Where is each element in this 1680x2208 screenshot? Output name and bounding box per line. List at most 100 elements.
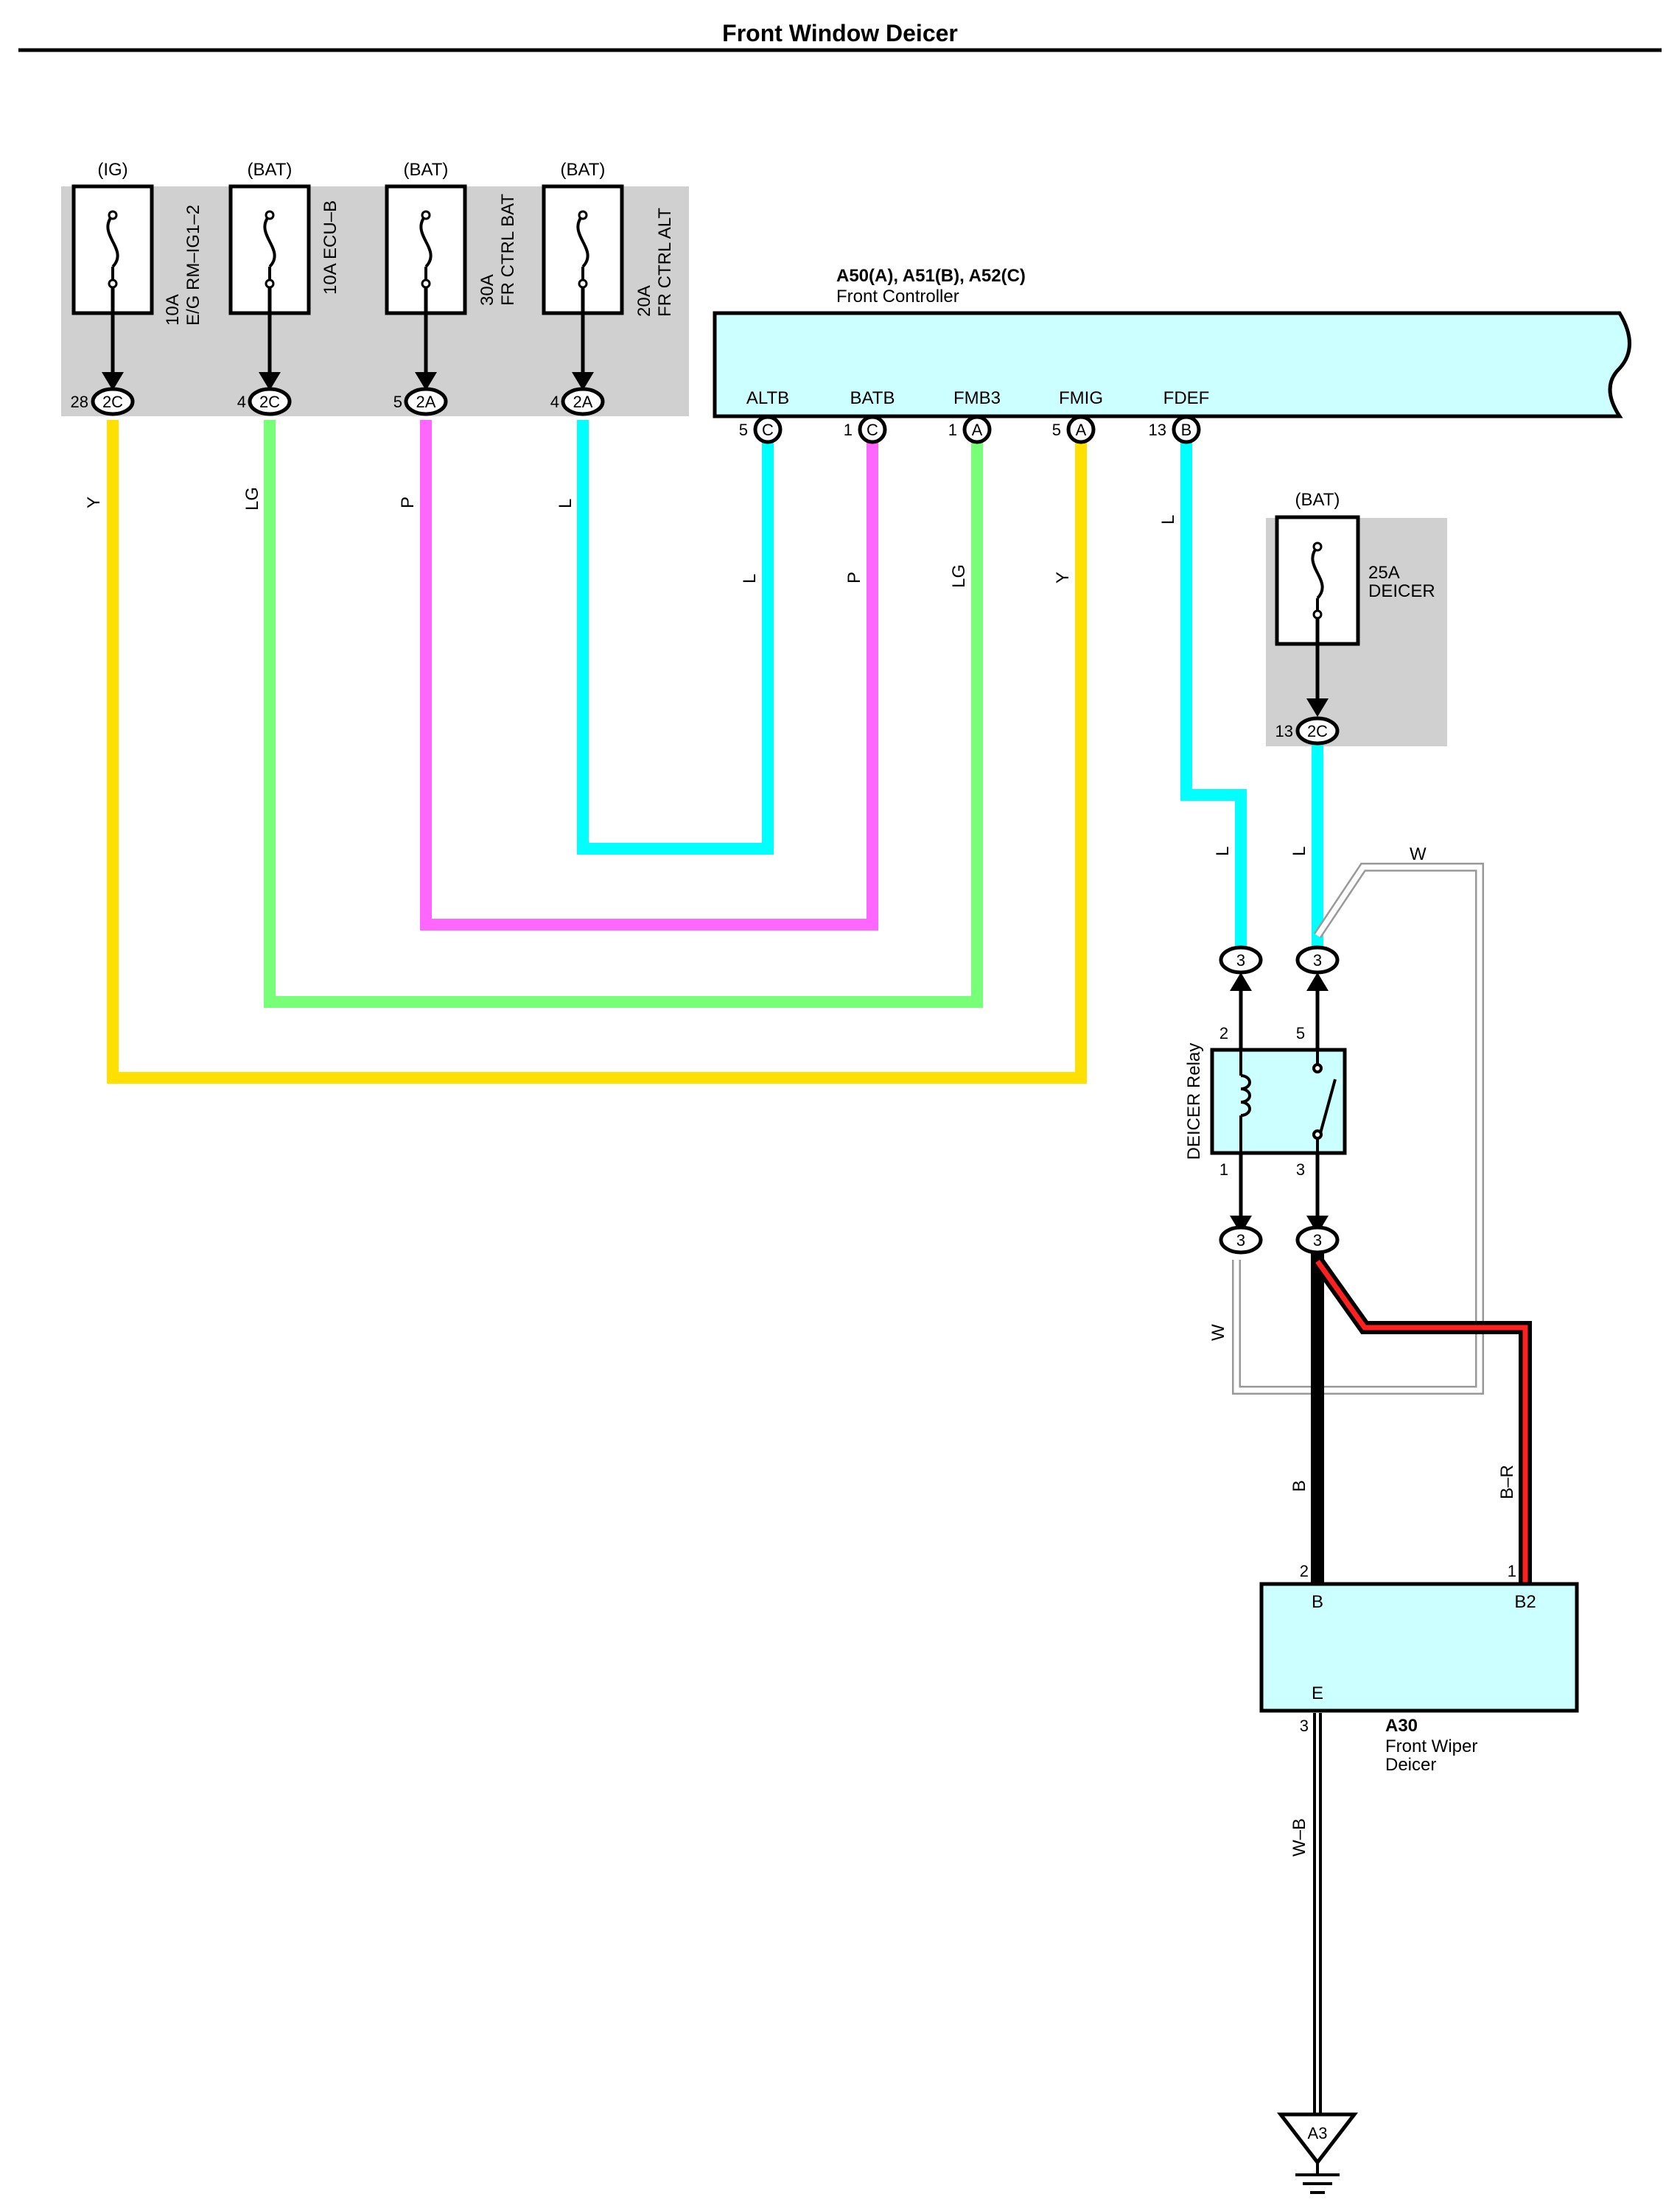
fuse-1-rating: 10A	[163, 294, 183, 326]
wiper-pin-e: 3	[1300, 1717, 1309, 1735]
wire-label-l-left: L	[556, 499, 575, 508]
fuse-deicer-connector: 2C	[1307, 722, 1328, 740]
fuse-4-connector: 2A	[573, 393, 593, 411]
relay-connector-bottom-left: 3	[1236, 1231, 1245, 1250]
fuse-1-icon	[71, 184, 154, 383]
fuse-deicer-name: DEICER	[1368, 581, 1435, 601]
fuse-deicer-icon	[1275, 515, 1360, 707]
fuse-4-rating: 20A	[634, 285, 654, 317]
wire-label-l-fdef: L	[1158, 515, 1178, 525]
wiper-pin-b2: 1	[1508, 1562, 1516, 1580]
fuse-3-connector: 2A	[416, 393, 436, 411]
fuse-4-pin: 4	[550, 393, 559, 411]
wire-label-w-top: W	[1410, 844, 1427, 864]
fuse-1-connector: 2C	[102, 393, 123, 411]
terminal-batb-connector: C	[867, 421, 878, 439]
relay-connectors	[1219, 945, 1340, 1255]
fuse-deicer-rating: 25A	[1368, 563, 1400, 583]
terminal-fmb3-connector: A	[972, 421, 983, 439]
terminal-altb-pin: 5	[739, 421, 748, 439]
fuse-3-rating: 30A	[477, 274, 497, 306]
relay-pin-switch-bottom: 3	[1296, 1160, 1305, 1179]
relay-connector-top-right: 3	[1313, 951, 1322, 970]
terminal-fdef-label: FDEF	[1163, 388, 1210, 408]
terminal-fmig-label: FMIG	[1059, 388, 1103, 408]
fuse-2-rating: 10A ECU–B	[321, 200, 340, 295]
wire-label-y-fmig: Y	[1053, 572, 1073, 583]
ground-label: A3	[1308, 2124, 1328, 2142]
fuse-deicer-source: (BAT)	[1295, 490, 1340, 510]
wire-label-b: B	[1289, 1480, 1309, 1492]
fuse-2-connector: 2C	[259, 393, 280, 411]
front-controller-box	[713, 311, 1631, 418]
relay-pin-coil-top: 2	[1219, 1024, 1228, 1042]
relay-name: DEICER Relay	[1184, 1043, 1204, 1160]
wiper-terminal-b: B	[1312, 1592, 1323, 1612]
terminal-fmb3-pin: 1	[948, 421, 957, 439]
relay-connector-bottom-right: 3	[1313, 1231, 1322, 1250]
fuse-1-name: E/G RM–IG1–2	[183, 205, 203, 326]
fuse-deicer-pin: 13	[1275, 722, 1293, 740]
terminal-fdef-connector: B	[1181, 421, 1192, 439]
wiper-deicer-box	[1259, 1582, 1579, 1713]
fuse-connectors	[91, 387, 1340, 746]
wiper-pin-b: 2	[1300, 1562, 1309, 1580]
wire-l-alt	[577, 420, 774, 855]
wire-label-w-bottom: W	[1208, 1324, 1228, 1341]
terminal-fdef-pin: 13	[1149, 421, 1166, 439]
relay-switch-icon	[1312, 1050, 1337, 1153]
wire-y	[107, 420, 1087, 1084]
terminal-altb-connector: C	[762, 421, 774, 439]
fuse-2-icon	[228, 184, 311, 383]
wiper-terminal-b2: B2	[1514, 1592, 1536, 1612]
wire-p	[420, 420, 878, 930]
wire-label-l-relay-coil: L	[1213, 847, 1233, 856]
wire-label-p-batb: P	[844, 572, 864, 583]
fuse-3-icon	[385, 184, 467, 383]
ground-icon	[1276, 2112, 1359, 2194]
controller-code: A50(A), A51(B), A52(C)	[836, 266, 1026, 286]
relay-pin-switch-top: 5	[1296, 1024, 1305, 1042]
terminal-fmig-pin: 5	[1052, 421, 1061, 439]
wire-label-b-r: B–R	[1497, 1465, 1517, 1499]
diagram-title: Front Window Deicer	[722, 20, 958, 46]
relay-body	[1210, 991, 1347, 1216]
wire-b-r	[1312, 1257, 1532, 1584]
terminal-batb-pin: 1	[844, 421, 853, 439]
arrow-markers	[102, 372, 1329, 1234]
terminal-batb-label: BATB	[850, 388, 895, 408]
wiper-deicer-code: A30	[1385, 1716, 1418, 1736]
fuse-4-name: FR CTRL ALT	[655, 208, 675, 317]
wire-l-fdef	[1180, 435, 1247, 950]
relay-connector-top-left: 3	[1236, 951, 1245, 970]
fuse-4-icon	[542, 184, 624, 383]
fuse-2-source: (BAT)	[248, 160, 293, 180]
fuse-4-source: (BAT)	[561, 160, 606, 180]
fuse-3-source: (BAT)	[404, 160, 449, 180]
wire-label-l-relay-switch: L	[1289, 847, 1309, 856]
wiper-deicer-name-1: Front Wiper	[1385, 1736, 1477, 1756]
wiper-terminal-e: E	[1312, 1683, 1323, 1703]
terminal-altb-label: ALTB	[746, 388, 789, 408]
wire-label-lg-fmb3: LG	[949, 564, 969, 588]
wiper-deicer-name-2: Deicer	[1385, 1755, 1436, 1775]
wire-lg	[264, 420, 983, 1008]
fuse-3-pin: 5	[393, 393, 402, 411]
fuse-3-name: FR CTRL BAT	[498, 194, 518, 306]
wire-label-p-left: P	[398, 497, 418, 508]
fuse-1-pin: 28	[71, 393, 88, 411]
fuse-2-pin: 4	[237, 393, 246, 411]
relay-coil-icon	[1239, 1050, 1251, 1153]
controller-connectors	[753, 415, 1201, 444]
terminal-fmb3-label: FMB3	[953, 388, 1001, 408]
wire-label-l-altb: L	[740, 574, 760, 583]
wire-label-lg-left: LG	[242, 487, 262, 511]
controller-name: Front Controller	[836, 287, 959, 306]
wire-label-y-left: Y	[84, 497, 104, 508]
fuse-1-source: (IG)	[97, 160, 127, 180]
wire-w	[1232, 863, 1484, 1395]
relay-pin-coil-bottom: 1	[1219, 1160, 1228, 1179]
terminal-fmig-connector: A	[1076, 421, 1087, 439]
wire-label-w-b: W–B	[1289, 1818, 1309, 1857]
